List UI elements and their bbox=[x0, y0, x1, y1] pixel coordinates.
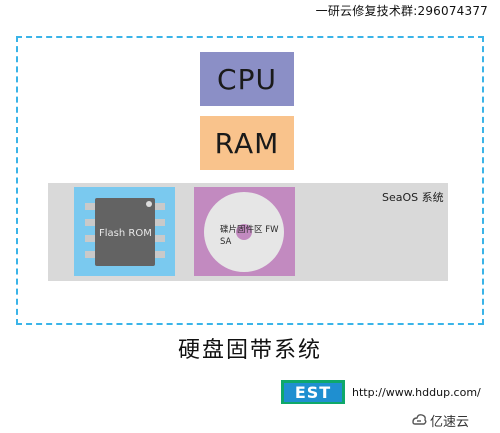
flash-rom-label: Flash ROM bbox=[99, 228, 152, 239]
platter-hub bbox=[236, 224, 252, 240]
platter-firmware-label: 碟片固件区 FW SA bbox=[220, 225, 279, 247]
ram-label: RAM bbox=[214, 126, 280, 160]
chip-pin bbox=[85, 235, 95, 242]
chip-pin bbox=[155, 203, 165, 210]
est-logo-text: EST bbox=[284, 382, 342, 402]
chip-body bbox=[95, 198, 155, 266]
diagram-caption: 硬盘固带系统 bbox=[177, 338, 322, 363]
site-url[interactable]: http://www.hddup.com/ bbox=[352, 386, 481, 399]
chip-pin bbox=[155, 235, 165, 242]
cpu-label: CPU bbox=[217, 62, 277, 96]
chip-pin bbox=[85, 251, 95, 258]
est-logo: EST bbox=[281, 380, 345, 404]
ram-block: RAM bbox=[200, 116, 294, 170]
brand-name: 亿速云 bbox=[430, 415, 470, 430]
chip-pin bbox=[155, 251, 165, 258]
chip-pin bbox=[85, 203, 95, 210]
hard-drive-system-frame bbox=[16, 36, 484, 325]
chip-notch bbox=[146, 201, 152, 207]
seaos-label: SeaOS 系统 bbox=[382, 191, 444, 204]
chip-pin bbox=[85, 219, 95, 226]
cpu-block: CPU bbox=[200, 52, 294, 106]
chip-pin bbox=[155, 219, 165, 226]
top-note: 一研云修复技术群:296074377 bbox=[315, 4, 488, 18]
cloud-logo-icon bbox=[412, 414, 427, 425]
